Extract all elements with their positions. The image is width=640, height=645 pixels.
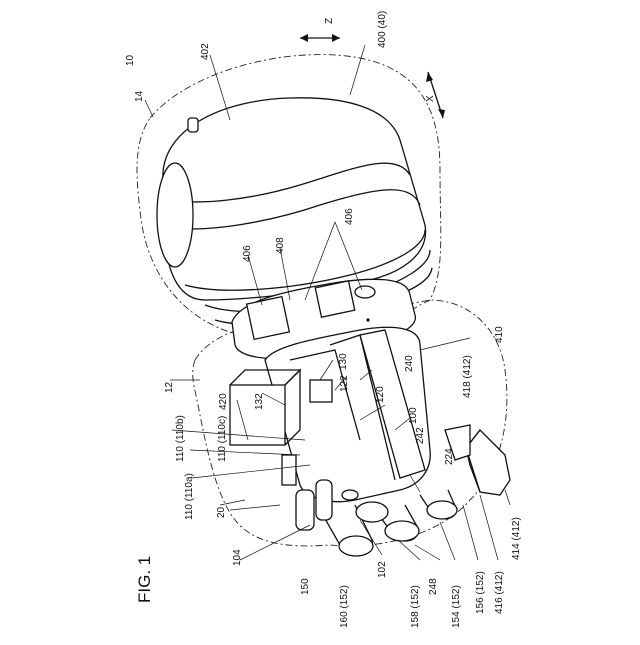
label-14: 14 <box>134 90 145 102</box>
label-242: 242 <box>415 427 426 444</box>
label-20: 20 <box>216 506 227 518</box>
label-100: 100 <box>408 407 419 424</box>
figure-title: FIG. 1 <box>135 556 154 603</box>
label-402: 402 <box>200 43 211 60</box>
label-110a: 110 (110a) <box>184 473 195 520</box>
x-axis-arrow <box>426 72 445 118</box>
label-122: 122 <box>339 375 350 392</box>
axis-x-label: X <box>425 95 436 102</box>
label-400: 400 (40) <box>377 11 388 48</box>
label-248: 248 <box>428 578 439 595</box>
label-406-right: 406 <box>344 208 355 225</box>
z-axis-arrow <box>300 34 340 42</box>
label-110c: 110 (110c) <box>217 416 228 462</box>
label-160: 160 (152) <box>339 585 350 628</box>
label-130: 130 <box>338 353 349 370</box>
label-120: 120 <box>375 386 386 403</box>
label-10: 10 <box>125 54 136 66</box>
label-420: 420 <box>218 393 229 410</box>
label-132: 132 <box>254 393 265 410</box>
label-150: 150 <box>300 578 311 595</box>
label-104: 104 <box>232 549 243 566</box>
label-416: 416 (412) <box>494 571 505 614</box>
axis-z-label: Z <box>324 18 335 24</box>
label-154: 154 (152) <box>451 585 462 628</box>
label-418: 418 (412) <box>462 355 473 398</box>
label-410: 410 <box>494 326 505 343</box>
label-224: 224 <box>444 448 455 465</box>
label-406-left: 406 <box>242 245 253 262</box>
label-240: 240 <box>404 355 415 372</box>
label-110b: 110 (110b) <box>175 415 186 462</box>
label-12: 12 <box>164 381 175 393</box>
label-158: 158 (152) <box>410 585 421 628</box>
label-102: 102 <box>377 561 388 578</box>
label-156: 156 (152) <box>475 571 486 614</box>
label-408: 408 <box>275 237 286 254</box>
label-414: 414 (412) <box>511 517 522 560</box>
